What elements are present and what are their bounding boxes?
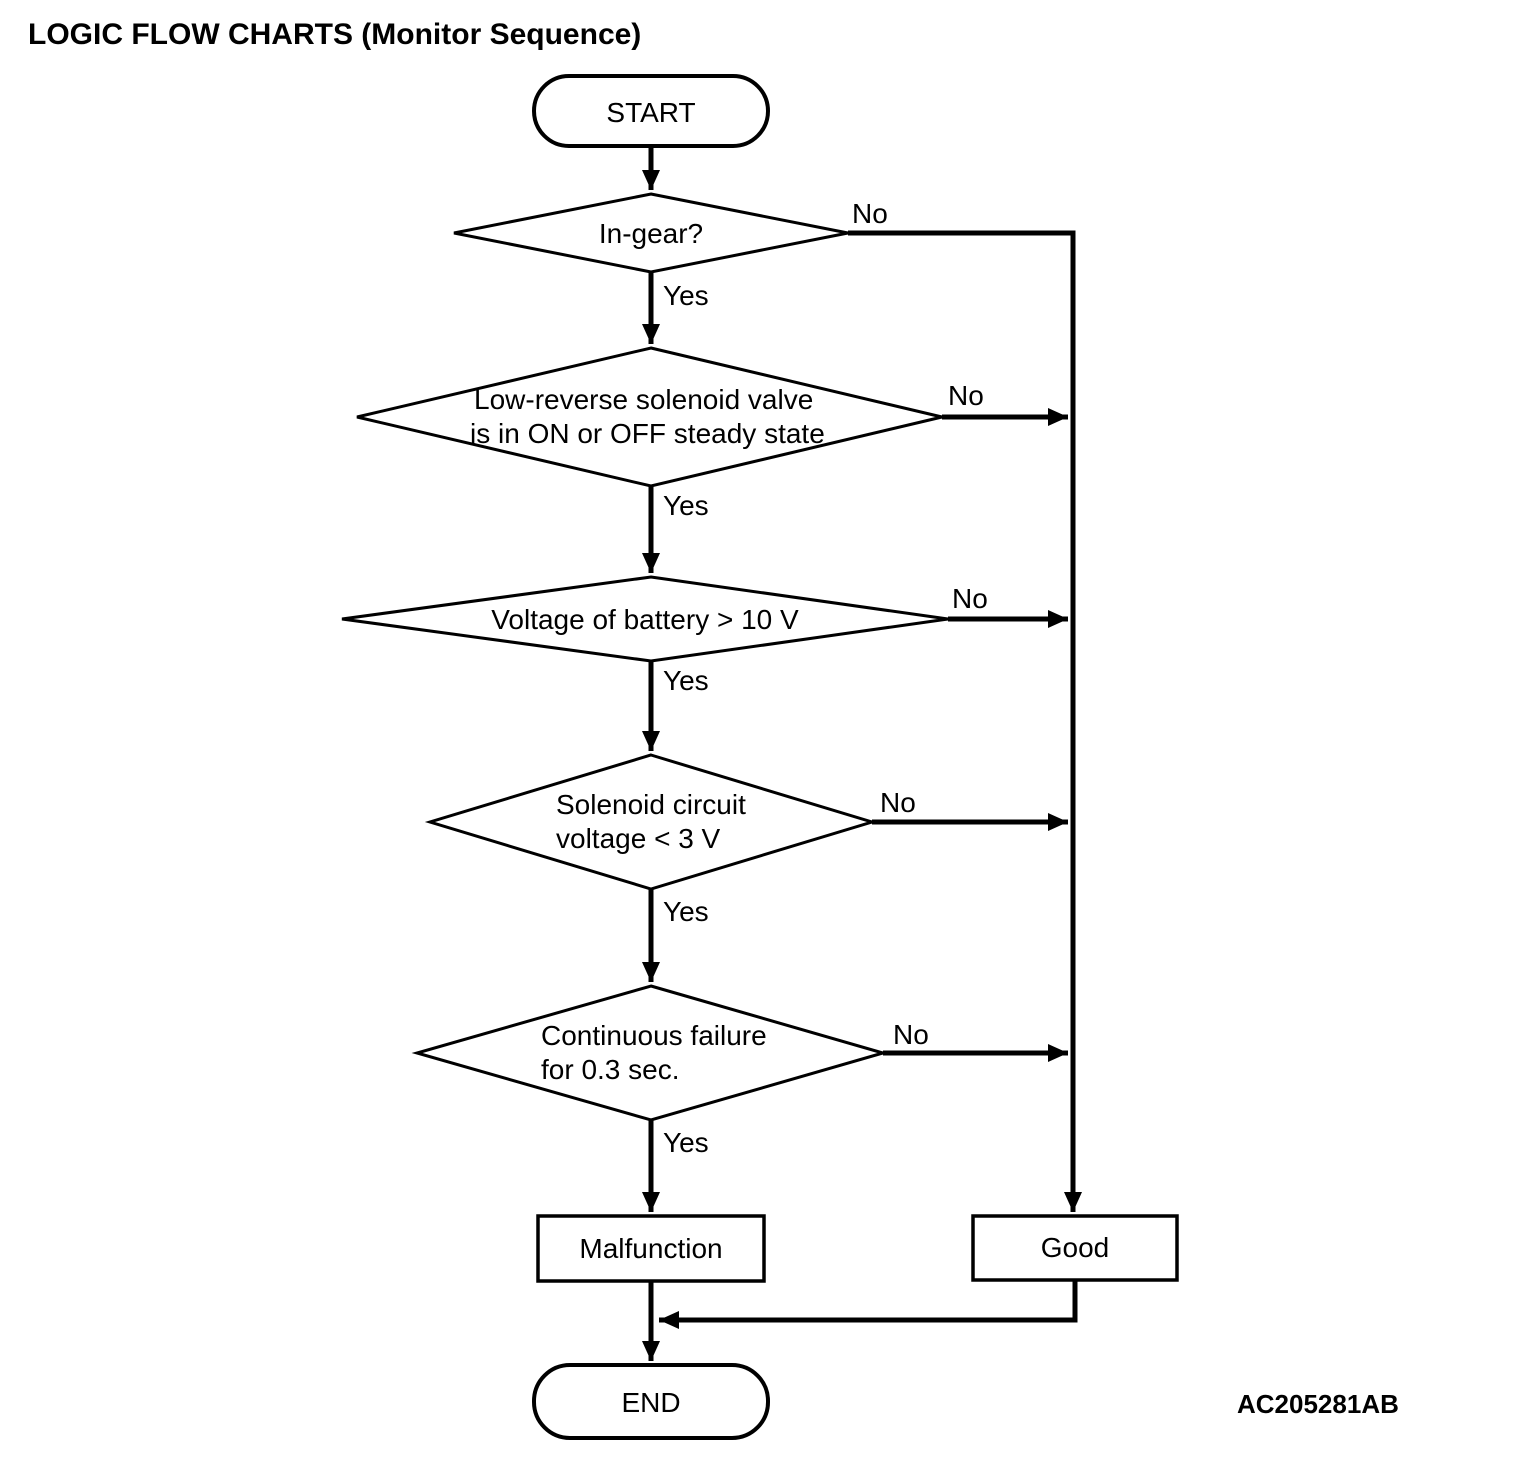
- figure-code: AC205281AB: [1237, 1389, 1399, 1419]
- malfunction-label: Malfunction: [579, 1233, 722, 1264]
- circuit-voltage-no-label: No: [880, 787, 916, 818]
- decision-continuous-failure-line1: Continuous failure: [541, 1020, 767, 1051]
- decision-solenoid-state-line1: Low-reverse solenoid valve: [474, 384, 813, 415]
- battery-voltage-yes-label: Yes: [663, 665, 709, 696]
- good-box: [971, 1214, 1179, 1282]
- decision-circuit-voltage-line2: voltage < 3 V: [556, 823, 721, 854]
- edge-ingear-no-trunk-to-good: [848, 230, 1082, 1212]
- good-label: Good: [1041, 1232, 1110, 1263]
- edge-good-to-join: [659, 1280, 1078, 1329]
- decision-battery-voltage-label: Voltage of battery > 10 V: [491, 604, 799, 635]
- solenoid-state-no-label: No: [948, 380, 984, 411]
- decision-battery-voltage: [341, 575, 949, 663]
- in-gear-yes-label: Yes: [663, 280, 709, 311]
- decision-solenoid-state-line2: is in ON or OFF steady state: [470, 418, 825, 449]
- in-gear-no-label: No: [852, 198, 888, 229]
- decision-solenoid-state: [356, 346, 943, 488]
- decision-continuous-failure: [411, 984, 889, 1122]
- continuous-failure-no-label: No: [893, 1019, 929, 1050]
- decision-continuous-failure-line2: for 0.3 sec.: [541, 1054, 680, 1085]
- decision-circuit-voltage-line1: Solenoid circuit: [556, 789, 746, 820]
- decision-circuit-voltage: [424, 753, 878, 891]
- battery-voltage-no-label: No: [952, 583, 988, 614]
- start-node: [532, 74, 770, 148]
- page-title: LOGIC FLOW CHARTS (Monitor Sequence): [28, 18, 641, 51]
- circuit-voltage-yes-label: Yes: [663, 896, 709, 927]
- continuous-failure-yes-label: Yes: [663, 1127, 709, 1158]
- start-label: START: [606, 97, 695, 128]
- end-node: [532, 1363, 770, 1440]
- decision-in-gear-label: In-gear?: [599, 218, 703, 249]
- malfunction-box: [536, 1214, 766, 1283]
- end-label: END: [621, 1387, 680, 1418]
- solenoid-state-yes-label: Yes: [663, 490, 709, 521]
- decision-in-gear: [453, 192, 849, 274]
